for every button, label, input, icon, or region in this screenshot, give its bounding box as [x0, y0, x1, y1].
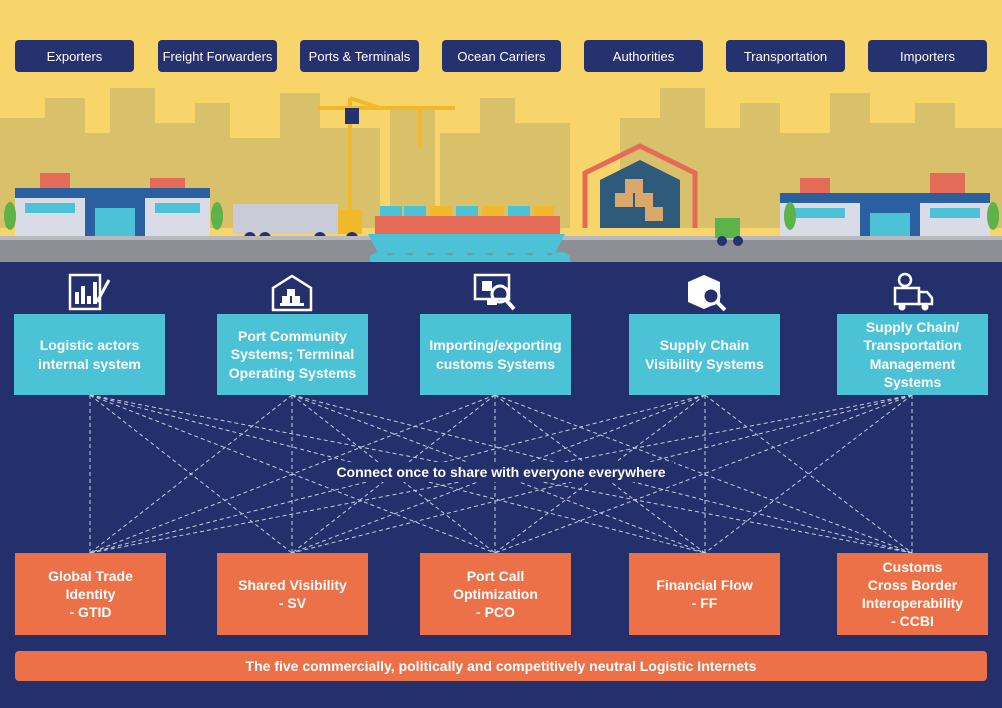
port-scene: Exporters Freight Forwarders Ports & Ter…	[0, 0, 1002, 262]
monitor-search-icon	[473, 273, 516, 311]
connection-line	[291, 394, 706, 554]
connection-line	[291, 394, 913, 554]
connection-line	[494, 394, 706, 554]
internet-sv[interactable]: Shared Visibility - SV	[217, 553, 368, 635]
system-transportation-management[interactable]: Supply Chain/ Transportation Management …	[837, 314, 988, 395]
port-illustration	[0, 88, 1002, 262]
connection-line	[89, 394, 293, 554]
truck-gear-icon	[893, 272, 934, 311]
actor-authorities[interactable]: Authorities	[584, 40, 703, 72]
actor-exporters[interactable]: Exporters	[15, 40, 134, 72]
connection-line	[291, 394, 706, 554]
internet-pco[interactable]: Port Call Optimization - PCO	[420, 553, 571, 635]
system-customs[interactable]: Importing/exporting customs Systems	[420, 314, 571, 395]
actor-freight-forwarders[interactable]: Freight Forwarders	[158, 40, 277, 72]
connection-line	[494, 394, 913, 554]
actor-transportation[interactable]: Transportation	[726, 40, 845, 72]
warehouse-icon	[271, 274, 313, 312]
system-logistic-actors[interactable]: Logistic actors internal system	[14, 314, 165, 395]
connection-line	[704, 394, 913, 554]
connection-line	[291, 394, 913, 554]
internet-gtid[interactable]: Global Trade Identity - GTID	[15, 553, 166, 635]
connection-line	[704, 394, 913, 554]
connect-caption: Connect once to share with everyone ever…	[0, 462, 1002, 482]
connection-line	[494, 394, 913, 554]
internet-ccbi[interactable]: Customs Cross Border Interoperability - …	[837, 553, 988, 635]
connection-line	[494, 394, 706, 554]
connection-line	[89, 394, 496, 554]
actor-importers[interactable]: Importers	[868, 40, 987, 72]
system-supply-chain-visibility[interactable]: Supply Chain Visibility Systems	[629, 314, 780, 395]
system-port-community[interactable]: Port Community Systems; Terminal Operati…	[217, 314, 368, 395]
connect-text: Connect once to share with everyone ever…	[328, 462, 674, 482]
chart-report-icon	[68, 273, 111, 311]
actor-ports-terminals[interactable]: Ports & Terminals	[300, 40, 419, 72]
internet-ff[interactable]: Financial Flow - FF	[629, 553, 780, 635]
footer-banner: The five commercially, politically and c…	[15, 651, 987, 681]
box-search-icon	[688, 275, 727, 312]
actor-ocean-carriers[interactable]: Ocean Carriers	[442, 40, 561, 72]
